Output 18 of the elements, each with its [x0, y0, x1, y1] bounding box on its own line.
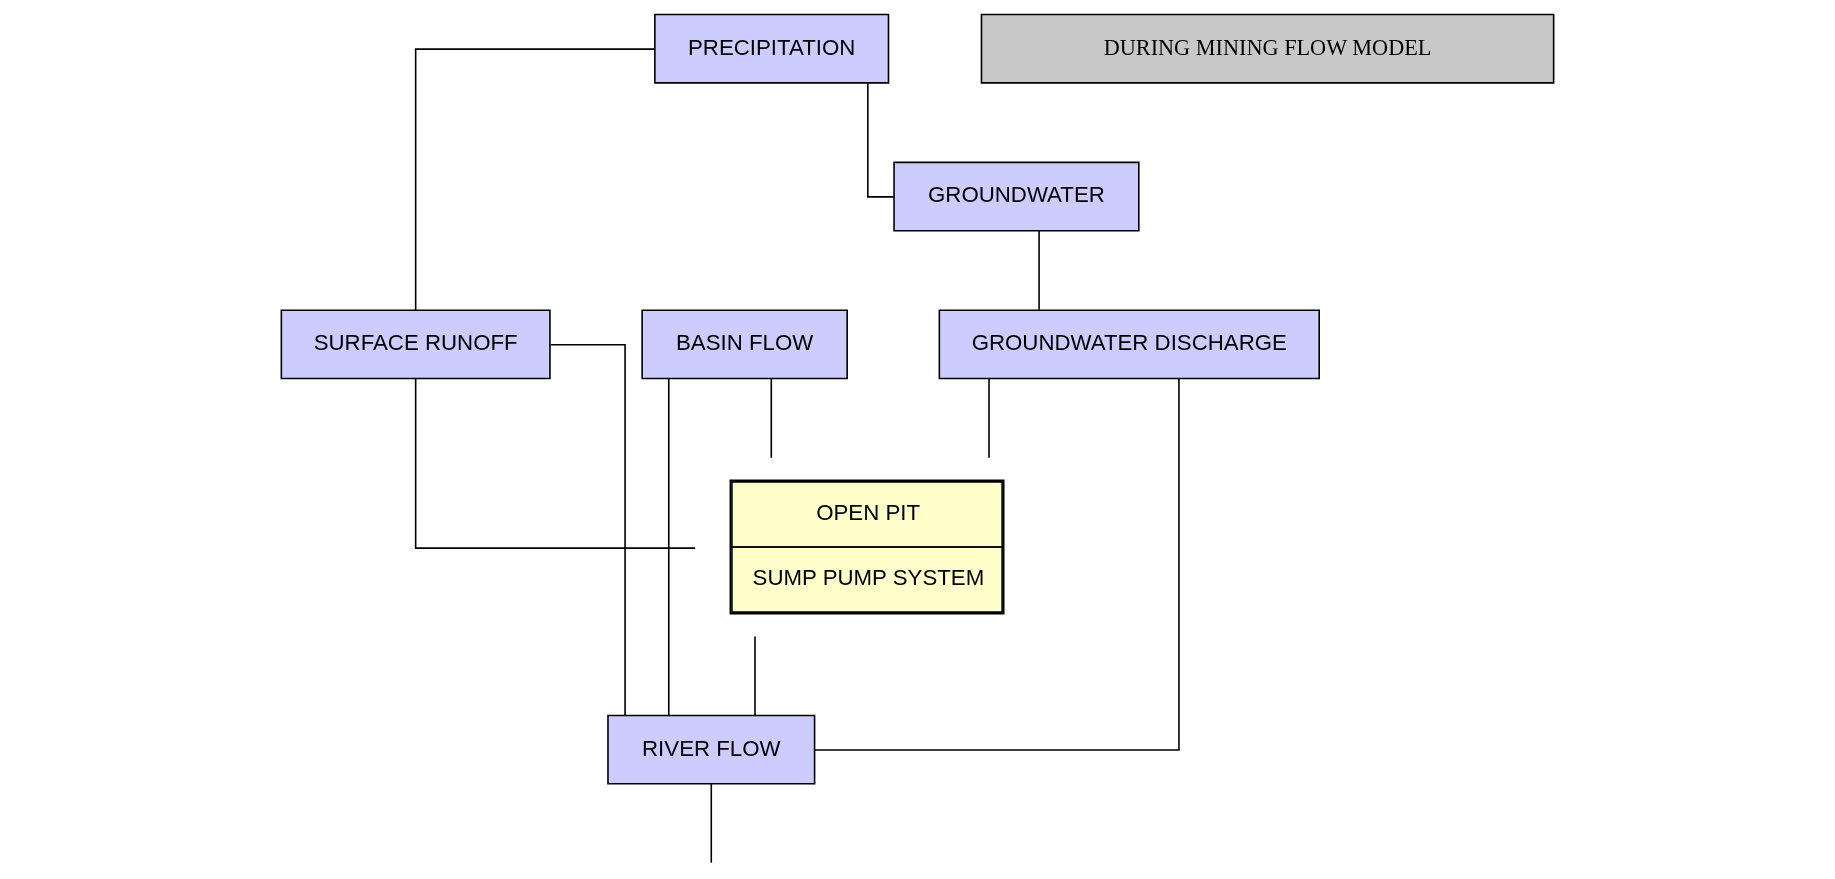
connector [710, 783, 713, 864]
connector [414, 378, 696, 549]
node-box: SURFACE RUNOFF [280, 309, 551, 380]
connector [867, 82, 895, 198]
connector [414, 48, 656, 311]
connector [549, 343, 626, 716]
node-box: DURING MINING FLOW MODEL [980, 13, 1555, 84]
connector [814, 378, 1180, 751]
connector [667, 378, 670, 716]
connector [1038, 230, 1040, 311]
node-box: PRECIPITATION [654, 13, 890, 84]
connector [754, 635, 756, 717]
node-box: GROUNDWATER [893, 161, 1140, 232]
node-box: GROUNDWATER DISCHARGE [938, 309, 1320, 380]
node-box: BASIN FLOW [641, 309, 848, 380]
connector [770, 377, 773, 459]
node-box: RIVER FLOW [607, 714, 816, 785]
connector [988, 377, 990, 459]
